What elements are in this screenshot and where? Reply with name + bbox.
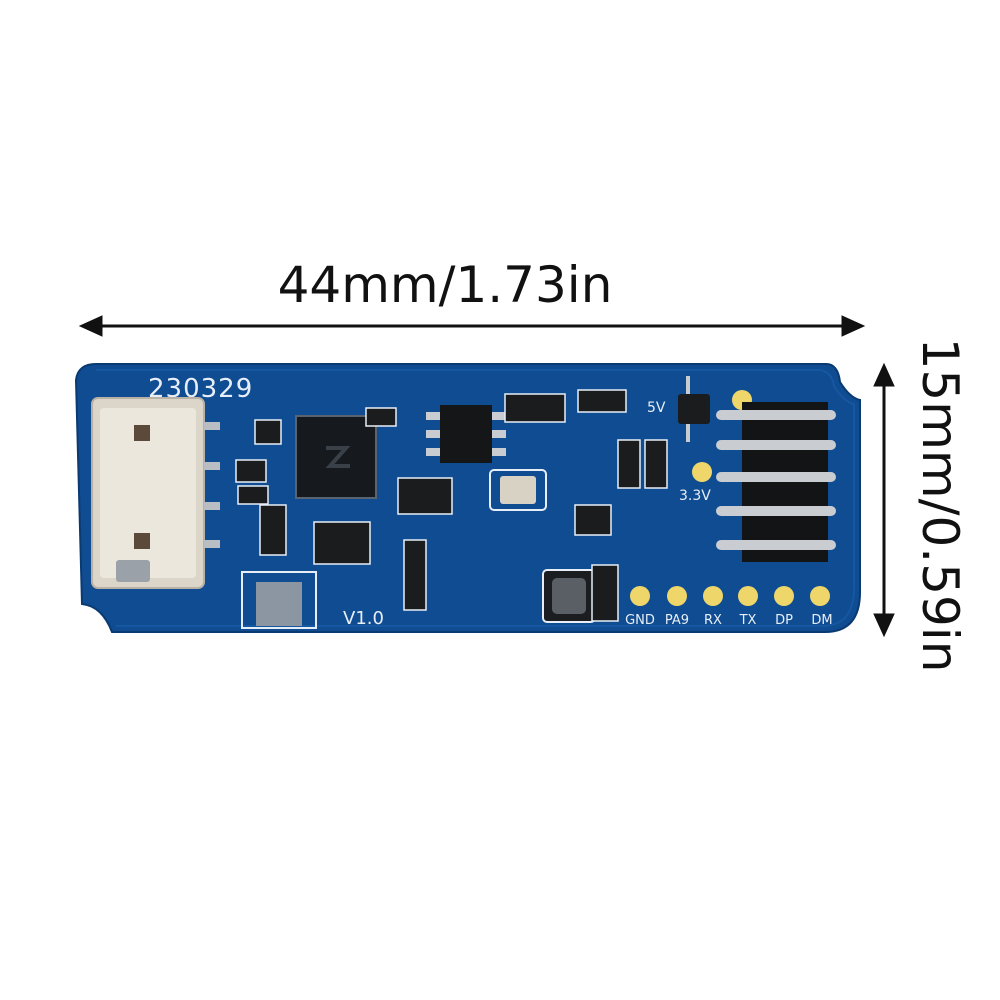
jumper-resistor (678, 376, 710, 442)
rail-5v-label: 5V (647, 400, 666, 416)
regulator-chip (426, 405, 506, 463)
pad-3v3 (692, 462, 712, 482)
crystal-oscillator (489, 469, 547, 511)
rail-3v3-label: 3.3V (679, 488, 711, 504)
width-dimension-arrow (78, 315, 866, 337)
inductor (542, 569, 596, 623)
pin-label: GND (625, 613, 655, 628)
jst-connector (91, 397, 220, 589)
pin-label: PA9 (665, 613, 689, 628)
test-pads (630, 586, 830, 606)
microcontroller-chip (295, 415, 377, 499)
pin-labels: GND PA9 RX TX DP DM (625, 613, 833, 628)
passive-components (235, 389, 668, 622)
pin-label: RX (704, 613, 722, 628)
pin-label: TX (739, 613, 757, 628)
pin-label: DP (775, 613, 793, 628)
version-silkscreen: V1.0 (343, 608, 384, 629)
height-dimension-arrow (873, 362, 895, 638)
pin-header (716, 402, 836, 562)
pin-label: DM (811, 613, 832, 628)
tactile-button (241, 571, 317, 629)
width-dimension-label: 44mm/1.73in (277, 256, 613, 314)
